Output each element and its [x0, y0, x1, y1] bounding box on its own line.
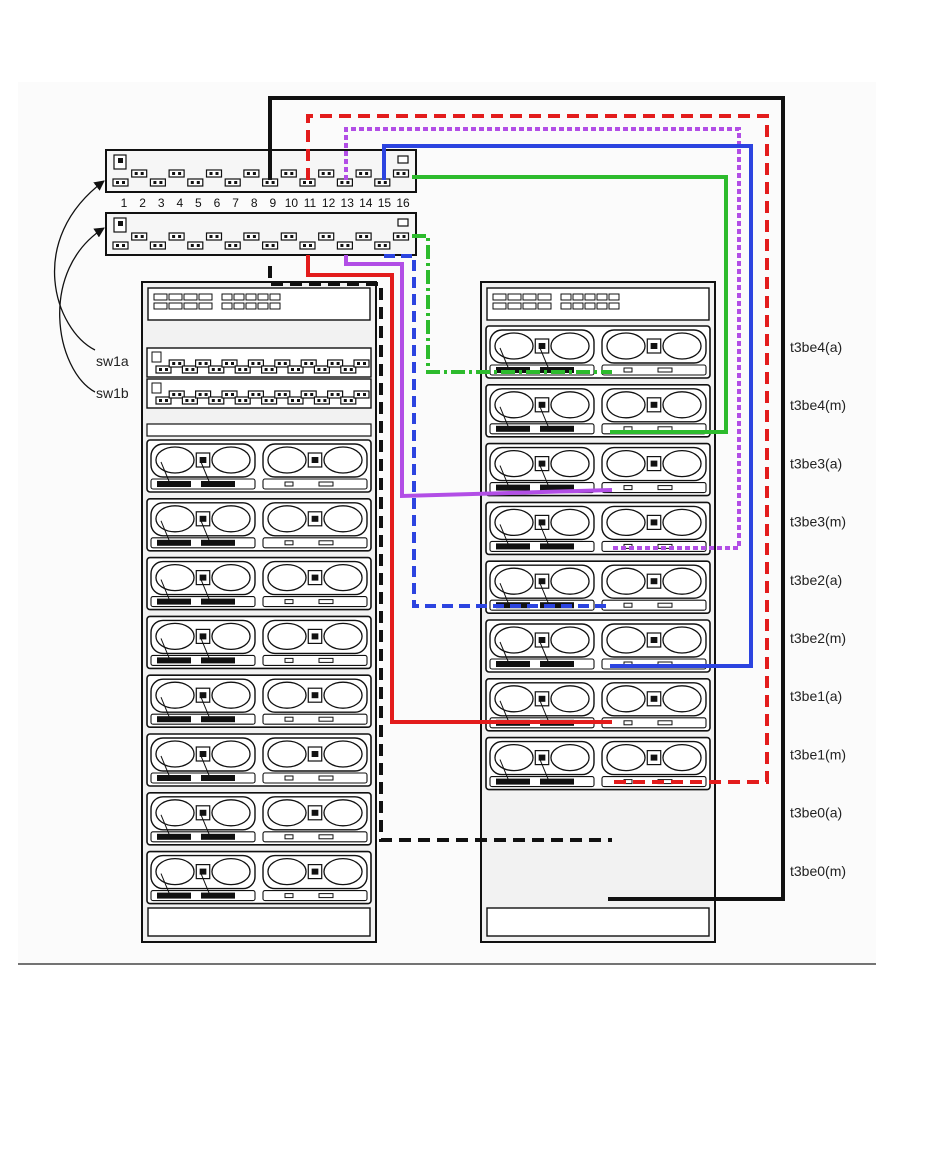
tray-label: t3be1(m) — [790, 746, 846, 762]
ethernet-port-icon — [188, 179, 203, 186]
ethernet-port-icon — [281, 170, 296, 177]
port-number: 12 — [322, 196, 336, 210]
ethernet-port-icon — [337, 242, 352, 249]
ethernet-port-icon — [225, 242, 240, 249]
port-number: 9 — [269, 196, 276, 210]
ethernet-port-icon — [225, 179, 240, 186]
disk-tray-icon — [486, 385, 710, 437]
switch-label: sw1b — [96, 385, 129, 401]
port-number: 7 — [232, 196, 239, 210]
tray-label: t3be2(m) — [790, 630, 846, 646]
switch-led-icon — [398, 156, 408, 163]
tray-label: t3be0(m) — [790, 863, 846, 879]
port-number: 1 — [121, 196, 128, 210]
disk-tray-icon — [147, 499, 371, 551]
ethernet-port-icon — [375, 179, 390, 186]
ethernet-port-icon — [356, 170, 371, 177]
rack-left — [142, 282, 376, 942]
ethernet-port-icon — [244, 233, 259, 240]
port-number: 6 — [214, 196, 221, 210]
port-number: 5 — [195, 196, 202, 210]
port-number: 4 — [176, 196, 183, 210]
ethernet-port-icon — [113, 179, 128, 186]
rack-blank-panel — [147, 424, 371, 436]
ethernet-port-icon — [319, 233, 334, 240]
ethernet-port-icon — [394, 233, 409, 240]
ethernet-port-icon — [281, 233, 296, 240]
ethernet-port-icon — [169, 233, 184, 240]
ethernet-port-icon — [263, 242, 278, 249]
ethernet-port-icon — [337, 179, 352, 186]
ethernet-port-icon — [150, 242, 165, 249]
ethernet-port-icon — [300, 179, 315, 186]
tray-label: t3be4(m) — [790, 397, 846, 413]
ethernet-port-icon — [263, 179, 278, 186]
disk-tray-icon — [486, 444, 710, 496]
ethernet-port-icon — [319, 170, 334, 177]
disk-tray-icon — [147, 558, 371, 610]
tray-label: t3be4(a) — [790, 339, 842, 355]
port-number: 2 — [139, 196, 146, 210]
disk-tray-icon — [147, 852, 371, 904]
tray-label: t3be3(a) — [790, 455, 842, 471]
ethernet-port-icon — [207, 233, 222, 240]
ethernet-port-icon — [375, 242, 390, 249]
disk-tray-icon — [147, 616, 371, 668]
disk-tray-icon — [147, 440, 371, 492]
ethernet-port-icon — [188, 242, 203, 249]
ethernet-port-icon — [354, 360, 369, 367]
tray-label: t3be1(a) — [790, 688, 842, 704]
tray-label: t3be2(a) — [790, 572, 842, 588]
rack-bottom-panel — [148, 908, 370, 936]
ethernet-port-icon — [394, 170, 409, 177]
port-number: 14 — [359, 196, 373, 210]
port-number: 15 — [378, 196, 392, 210]
ethernet-port-icon — [113, 242, 128, 249]
port-number: 11 — [304, 196, 317, 210]
disk-tray-icon — [147, 734, 371, 786]
ethernet-port-icon — [169, 170, 184, 177]
switch-label: sw1a — [96, 353, 129, 369]
port-number: 3 — [158, 196, 165, 210]
disk-tray-icon — [147, 793, 371, 845]
tray-label: t3be0(a) — [790, 805, 842, 821]
port-number: 8 — [251, 196, 258, 210]
ethernet-port-icon — [207, 170, 222, 177]
port-number: 16 — [396, 196, 410, 210]
disk-tray-icon — [147, 675, 371, 727]
ethernet-port-icon — [356, 233, 371, 240]
rack-bottom-panel — [487, 908, 709, 936]
tray-label: t3be3(m) — [790, 514, 846, 530]
rack-right — [481, 282, 715, 942]
ethernet-port-icon — [244, 170, 259, 177]
ethernet-port-icon — [150, 179, 165, 186]
ethernet-port-icon — [132, 233, 147, 240]
switch-sw1b — [106, 213, 416, 255]
ethernet-port-icon — [132, 170, 147, 177]
port-number: 10 — [285, 196, 299, 210]
ethernet-port-icon — [354, 391, 369, 398]
switch-led-icon — [398, 219, 408, 226]
disk-tray-icon — [486, 502, 710, 554]
port-number: 13 — [341, 196, 355, 210]
ethernet-port-icon — [300, 242, 315, 249]
